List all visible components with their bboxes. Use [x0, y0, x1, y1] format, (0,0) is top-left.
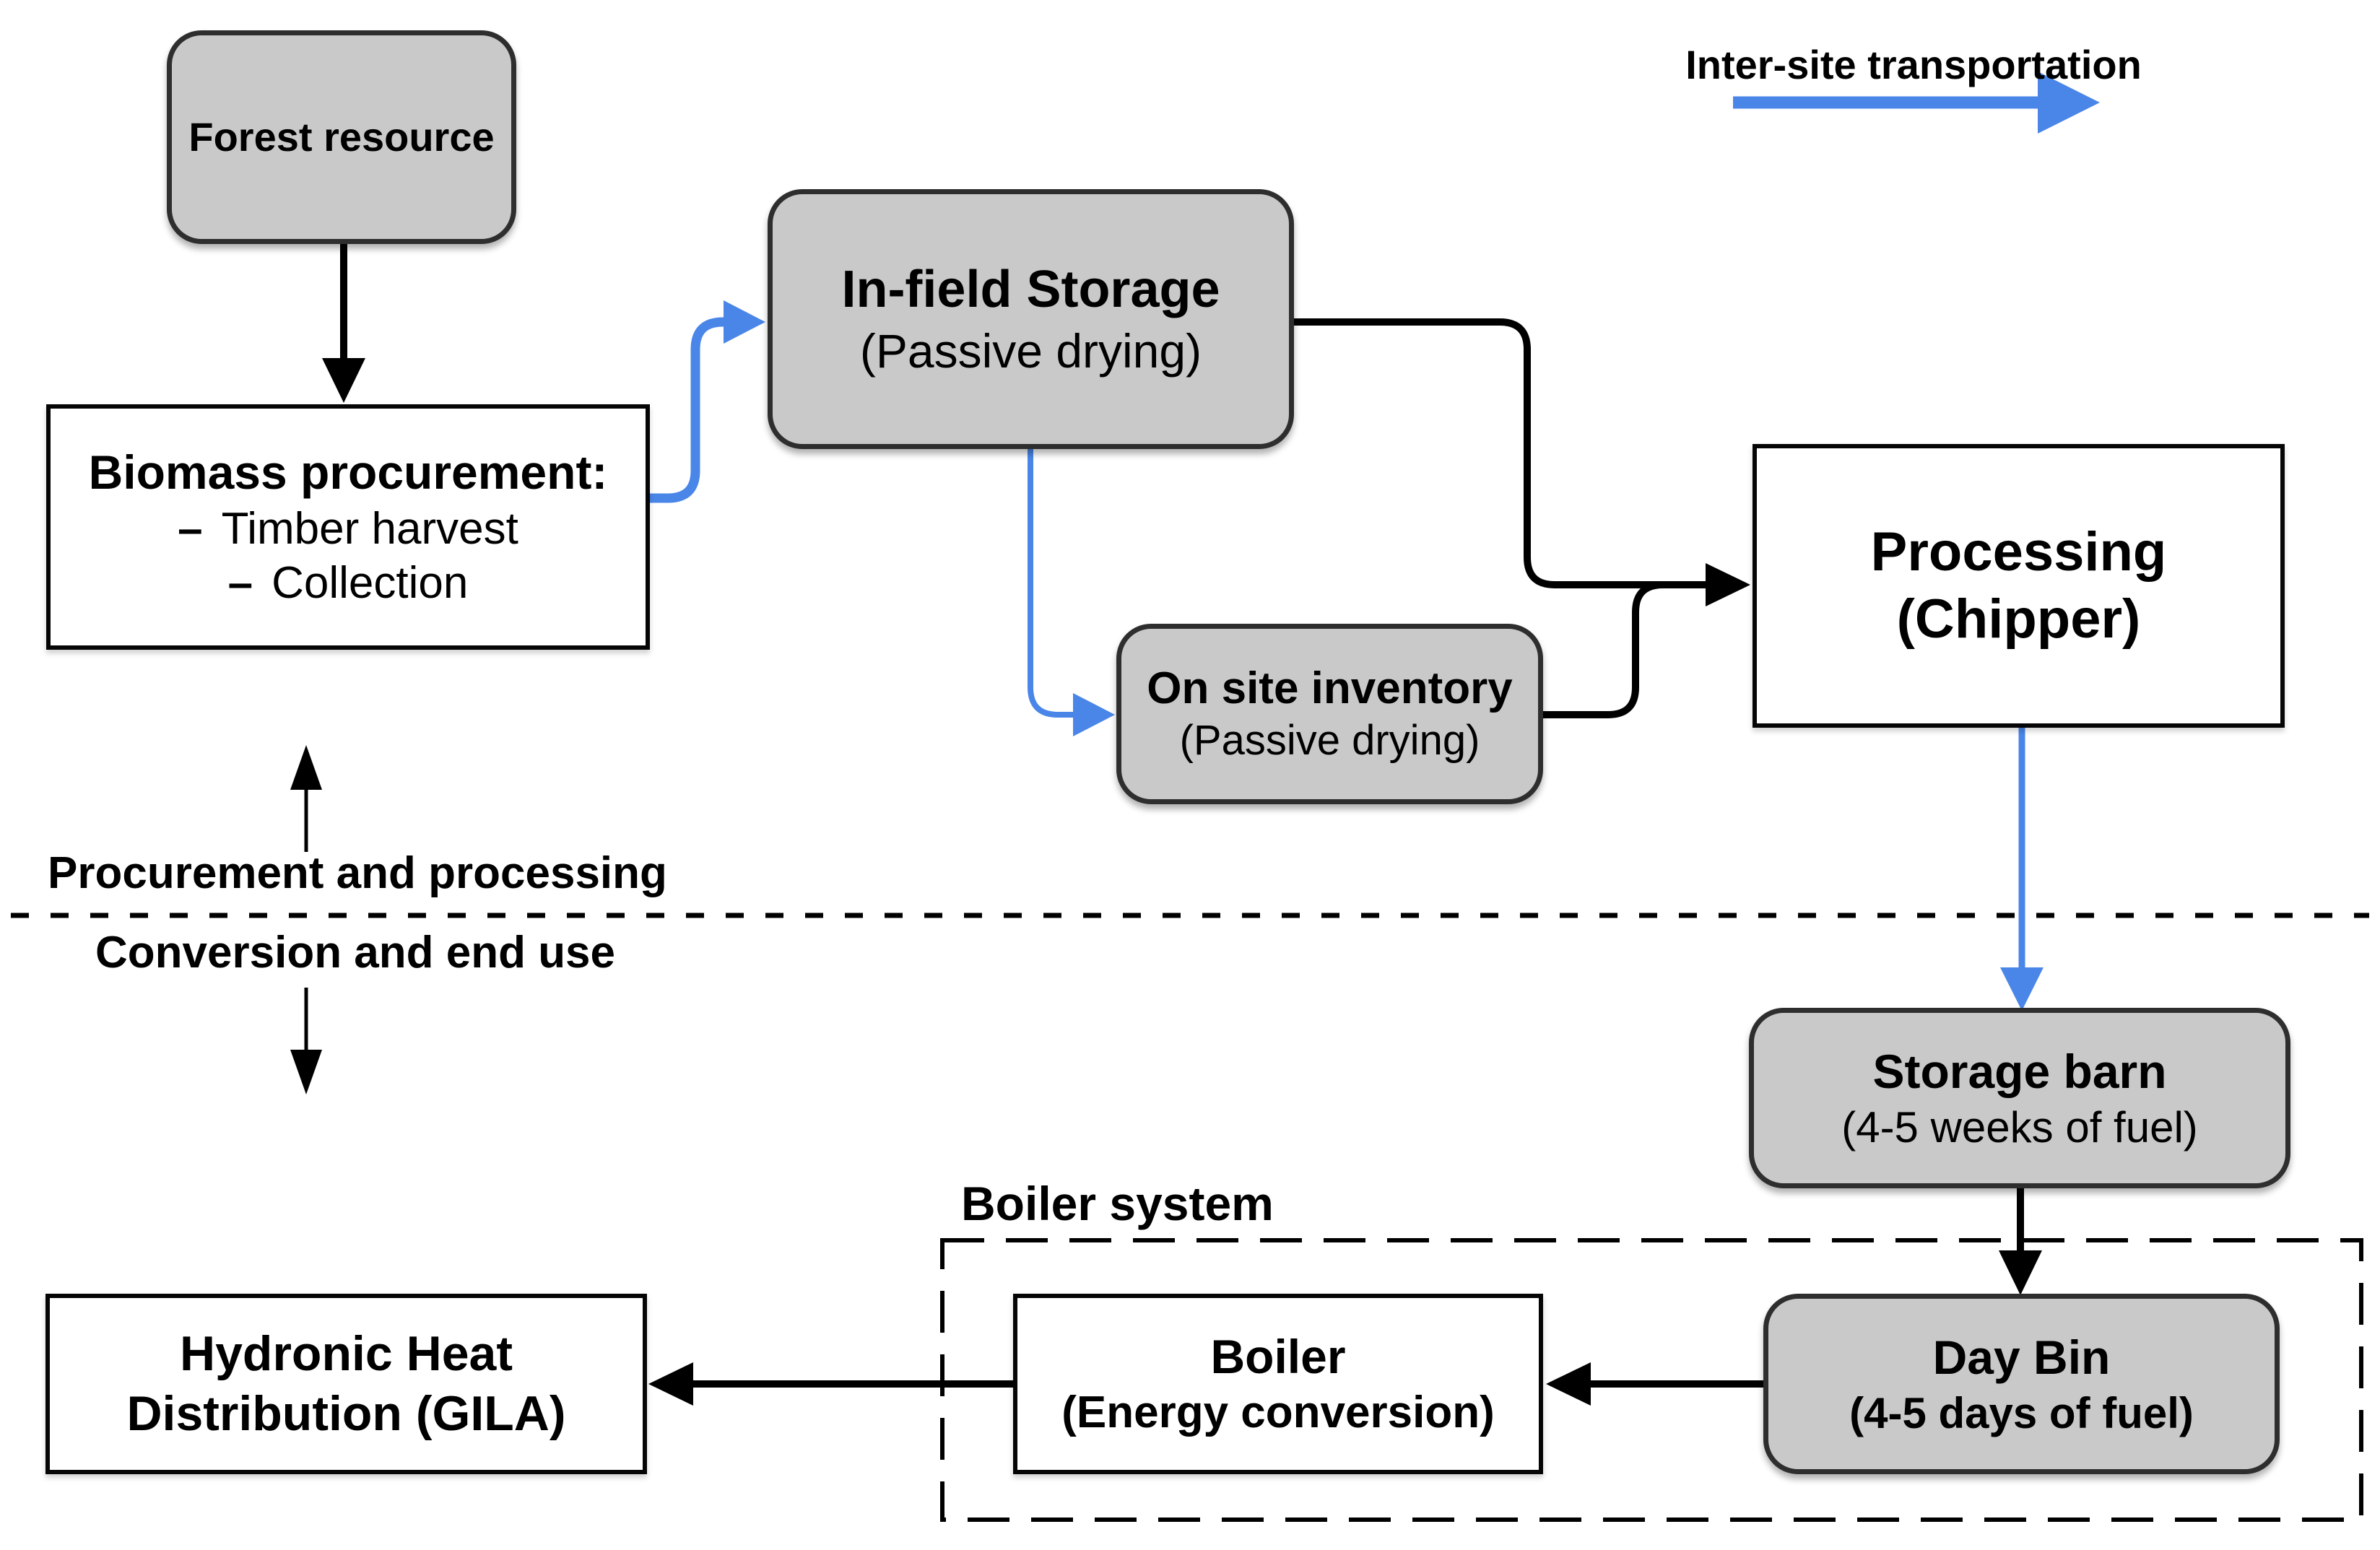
connector-infield-to-processing — [1293, 318, 1750, 606]
node-boiler: Boiler (Energy conversion) — [1013, 1294, 1543, 1474]
node-storage-barn: Storage barn (4-5 weeks of fuel) — [1749, 1008, 2290, 1188]
node-title: Forest resource — [188, 113, 495, 160]
node-title: Processing — [1870, 521, 2167, 583]
node-subtitle: (4-5 weeks of fuel) — [1841, 1102, 2198, 1151]
node-hydronic-heat-distribution: Hydronic Heat Distribution (GILA) — [45, 1294, 647, 1474]
arrow-processing-to-storagebarn — [2000, 728, 2044, 1011]
bullet-dash: – — [227, 558, 253, 609]
legend-transport-arrow — [1733, 71, 2100, 134]
arrow-storagebarn-to-daybin — [1999, 1188, 2042, 1295]
legend-label: Inter-site transportation — [1685, 42, 2142, 87]
arrow-daybin-to-boiler — [1546, 1362, 1763, 1406]
bullet-dash: – — [178, 503, 203, 554]
connector-onsite-to-processing — [1542, 581, 1690, 718]
node-processing-chipper: Processing (Chipper) — [1753, 444, 2285, 728]
boiler-system-box — [940, 1238, 2363, 1522]
node-infield-storage: In-field Storage (Passive drying) — [768, 189, 1294, 449]
node-title: Day Bin — [1932, 1331, 2111, 1385]
section-label-procurement: Procurement and processing — [48, 848, 667, 898]
node-subtitle: (Passive drying) — [1179, 717, 1480, 765]
list-item: – Timber harvest — [178, 502, 518, 557]
node-subtitle: (Chipper) — [1896, 588, 2141, 650]
node-title: Storage barn — [1872, 1045, 2167, 1099]
node-day-bin: Day Bin (4-5 days of fuel) — [1763, 1294, 2280, 1474]
node-title-line2: Distribution (GILA) — [126, 1386, 566, 1441]
node-onsite-inventory: On site inventory (Passive drying) — [1116, 624, 1543, 804]
arrow-biomass-to-infield — [650, 300, 765, 503]
arrow-boiler-to-hydronic — [648, 1362, 1013, 1406]
node-title: Boiler — [1210, 1329, 1346, 1383]
node-subtitle: (4-5 days of fuel) — [1849, 1388, 2194, 1437]
arrow-infield-to-onsite — [1028, 448, 1115, 736]
node-subtitle: (Passive drying) — [859, 323, 1202, 378]
node-title: On site inventory — [1147, 663, 1513, 713]
node-title-line1: Hydronic Heat — [180, 1326, 513, 1382]
list-item-label: Collection — [272, 558, 469, 609]
node-forest-resource: Forest resource — [167, 30, 516, 244]
node-biomass-procurement: Biomass procurement: – Timber harvest – … — [46, 404, 650, 650]
section-down-arrow — [290, 988, 322, 1094]
list-item-label: Timber harvest — [221, 503, 518, 554]
list-item: – Collection — [228, 556, 469, 611]
section-label-conversion: Conversion and end use — [95, 928, 616, 978]
arrow-forest-to-biomass — [322, 244, 365, 403]
node-title: In-field Storage — [841, 260, 1220, 318]
boiler-system-label: Boiler system — [961, 1177, 1274, 1230]
node-subtitle: (Energy conversion) — [1061, 1388, 1495, 1438]
section-up-arrow — [290, 745, 322, 852]
node-title: Biomass procurement: — [88, 445, 608, 500]
